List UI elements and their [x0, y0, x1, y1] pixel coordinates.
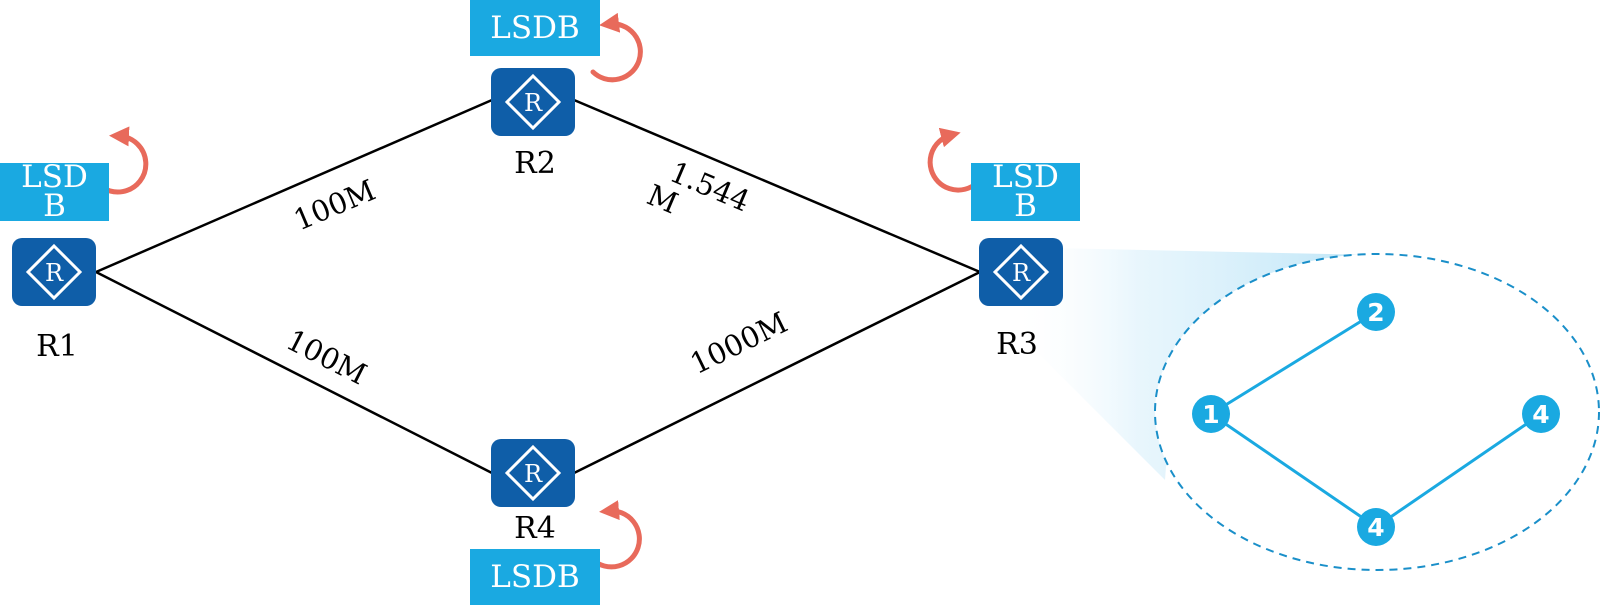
- router-icon-letter: R: [524, 460, 543, 488]
- lsdb-r4: LSDB: [470, 549, 600, 605]
- links: [95, 98, 981, 475]
- spf-edge: [1375, 412, 1542, 529]
- lsdb-r3: LSD B: [971, 163, 1080, 221]
- link-r1-r2: [95, 98, 493, 274]
- spf-node: 4: [1522, 395, 1560, 433]
- router-icon: [979, 238, 1063, 306]
- router-label-r4: R4: [514, 511, 556, 546]
- router-icon: [12, 238, 96, 306]
- router-icon-letter: R: [45, 259, 64, 287]
- link-r4-r3: [573, 270, 981, 475]
- link-r1-r4: [95, 270, 493, 475]
- svg-text:1: 1: [1202, 400, 1219, 429]
- spf-edge: [1210, 412, 1377, 529]
- router-icon: [491, 68, 575, 136]
- svg-text:4: 4: [1532, 400, 1549, 429]
- spf-tree: [1210, 310, 1542, 529]
- svg-text:2: 2: [1367, 298, 1384, 327]
- lsdb-r1: LSD B: [0, 163, 109, 221]
- svg-text:4: 4: [1367, 513, 1384, 542]
- router-icon-letter: R: [1012, 259, 1031, 287]
- spf-node: 4: [1357, 508, 1395, 546]
- spf-edge: [1210, 310, 1377, 416]
- router-r1: R: [12, 238, 96, 306]
- router-icon-letter: R: [524, 89, 543, 117]
- refresh-icon: [590, 12, 643, 83]
- lsdb-r2: LSDB: [470, 0, 600, 56]
- router-r4: R: [491, 439, 575, 507]
- router-label-r3: R3: [996, 327, 1038, 362]
- router-r2: R: [491, 68, 575, 136]
- spf-node: 1: [1192, 395, 1230, 433]
- spf-node: 2: [1357, 293, 1395, 331]
- router-label-r1: R1: [36, 329, 78, 364]
- spf-tree-ellipse: [1154, 253, 1600, 571]
- router-r3: R: [979, 238, 1063, 306]
- router-icon: [491, 439, 575, 507]
- router-label-r2: R2: [514, 146, 556, 181]
- link-r2-r3: [573, 98, 981, 274]
- refresh-icon: [590, 500, 642, 570]
